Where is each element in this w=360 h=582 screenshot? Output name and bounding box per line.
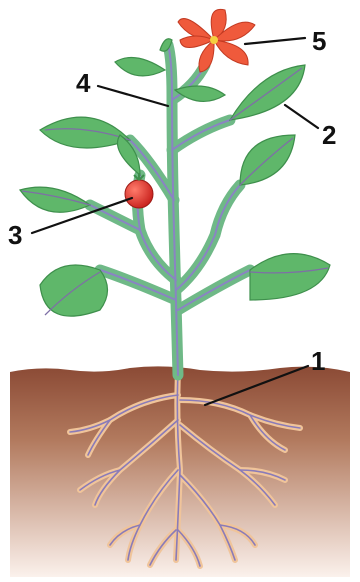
leader-line-stem xyxy=(98,86,168,106)
fruit xyxy=(125,173,153,208)
leaf-lower-right xyxy=(250,254,330,300)
leaf-upper-left xyxy=(40,117,130,148)
label-stem: 4 xyxy=(76,68,91,98)
leaf-mid-left xyxy=(20,187,90,212)
leaf-top-left xyxy=(115,58,165,76)
leader-line-leaf xyxy=(285,105,318,128)
stem-branches xyxy=(90,45,250,375)
label-root: 1 xyxy=(311,346,325,376)
label-fruit: 3 xyxy=(8,220,22,250)
label-leaf: 2 xyxy=(322,120,336,150)
leader-line-flower xyxy=(245,38,305,44)
flower xyxy=(178,9,255,72)
label-flower: 5 xyxy=(312,26,326,56)
